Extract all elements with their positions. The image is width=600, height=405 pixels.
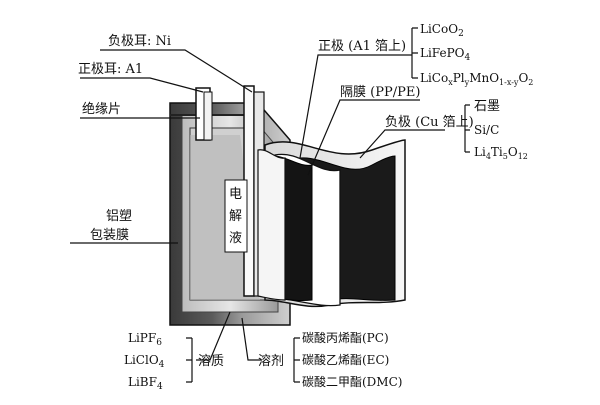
negative-material-3: Li4Ti5O12 xyxy=(474,145,528,161)
casing-label-line2: 包装膜 xyxy=(90,228,129,243)
leader-lines xyxy=(70,49,445,361)
solute-3: LiBF4 xyxy=(128,375,163,392)
casing-label-line1: 铝塑 xyxy=(106,209,132,224)
electrolyte-char-1: 电 xyxy=(229,187,242,202)
solvent-label: 溶剂 xyxy=(258,354,284,369)
positive-material-2: LiFePO4 xyxy=(420,46,471,63)
braces xyxy=(186,27,470,383)
solute-1: LiPF6 xyxy=(128,331,162,348)
solvent-1: 碳酸丙烯酯(PC) xyxy=(302,330,389,345)
electrolyte-box xyxy=(224,179,248,253)
positive-tab-label: 正极耳: A1 xyxy=(78,62,143,77)
negative-material-1: 石墨 xyxy=(474,99,500,114)
negative-electrode-label: 负极 (Cu 箔上) xyxy=(385,114,474,130)
electrode-layers xyxy=(257,139,406,308)
solute-2: LiClO4 xyxy=(124,353,165,370)
solvent-3: 碳酸二甲酯(DMC) xyxy=(302,374,402,389)
positive-material-3: LiCoxPlyMnO1-x-yO2 xyxy=(420,71,533,87)
solvent-2: 碳酸乙烯酯(EC) xyxy=(302,352,389,367)
positive-material-1: LiCoO2 xyxy=(420,22,464,39)
positive-electrode-label: 正极 (A1 箔上) xyxy=(318,38,406,54)
negative-material-2: Si/C xyxy=(474,123,499,137)
labels: 负极耳: Ni 正极耳: A1 绝缘片 铝塑 包装膜 正极 (A1 箔上) 隔膜… xyxy=(78,22,533,392)
separator-label: 隔膜 (PP/PE) xyxy=(340,85,420,100)
positive-tab xyxy=(195,87,213,141)
negative-tab-label: 负极耳: Ni xyxy=(108,34,171,49)
electrolyte-char-2: 解 xyxy=(229,209,242,224)
electrolyte-char-3: 液 xyxy=(229,231,242,246)
insulator-label: 绝缘片 xyxy=(82,101,121,117)
solute-label: 溶质 xyxy=(198,354,224,369)
